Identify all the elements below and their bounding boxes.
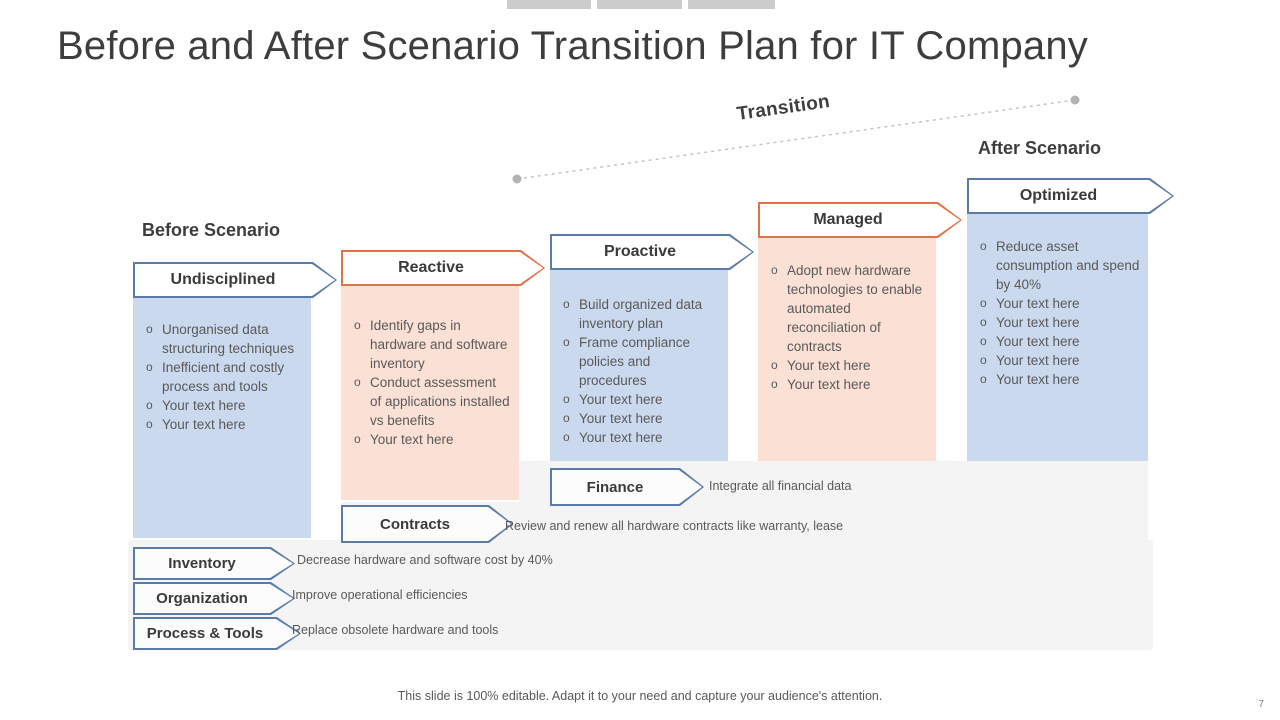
stage-header-managed: Managed — [758, 202, 962, 238]
bullet-item: Conduct assessment of applications insta… — [341, 373, 511, 430]
bullet-item: Your text here — [550, 390, 720, 409]
stage-column-optimized: Reduce asset consumption and spend by 40… — [967, 196, 1148, 461]
row-description: Improve operational efficiencies — [292, 588, 468, 602]
background-band-left — [128, 540, 1153, 650]
stage-column-managed: Adopt new hardware technologies to enabl… — [758, 220, 936, 461]
row-description: Integrate all financial data — [709, 479, 852, 493]
arrow-shape — [343, 252, 543, 284]
stage-header-proactive: Proactive — [550, 234, 754, 270]
bullet-item: Your text here — [967, 370, 1140, 389]
row-arrow-finance: Finance — [550, 468, 704, 506]
stage-column-proactive: Build organized data inventory plan Fram… — [550, 252, 728, 461]
row-description: Review and renew all hardware contracts … — [505, 519, 844, 533]
bullet-item: Reduce asset consumption and spend by 40… — [967, 237, 1140, 294]
row-arrow-contracts: Contracts — [341, 505, 513, 543]
bullet-item: Your text here — [967, 313, 1140, 332]
bullet-item: Adopt new hardware technologies to enabl… — [758, 261, 928, 356]
slide-placeholder-tab — [597, 0, 682, 9]
footer-note: This slide is 100% editable. Adapt it to… — [397, 689, 883, 703]
arrow-shape — [552, 470, 702, 504]
stage-header-label: Undisciplined — [170, 271, 276, 288]
arrow-shape — [552, 236, 752, 268]
bullet-item: Build organized data inventory plan — [550, 295, 720, 333]
row-arrow-label: Inventory — [168, 555, 236, 572]
bullet-item: Your text here — [341, 430, 511, 449]
slide-title: Before and After Scenario Transition Pla… — [57, 24, 1089, 68]
bullet-item: Inefficient and costly process and tools — [133, 358, 303, 396]
bullet-item: Your text here — [758, 356, 928, 375]
slide-placeholder-tab — [688, 0, 775, 9]
arrow-shape — [969, 180, 1172, 212]
stage-column-undisciplined: Unorganised data structuring techniques … — [133, 280, 311, 538]
row-arrow-inventory: Inventory — [133, 547, 295, 580]
bullet-item: Frame compliance policies and procedures — [550, 333, 720, 390]
bullet-item: Your text here — [967, 332, 1140, 351]
arrow-shape — [760, 204, 960, 236]
row-arrow-process-tools: Process & Tools — [133, 617, 301, 650]
row-arrow-label: Finance — [586, 478, 644, 496]
stage-header-label: Proactive — [603, 243, 677, 260]
arrow-shape — [135, 549, 293, 578]
arrow-shape — [343, 507, 511, 541]
arrow-shape — [135, 584, 293, 613]
row-description: Decrease hardware and software cost by 4… — [297, 553, 553, 567]
row-arrow-label: Contracts — [379, 515, 450, 533]
stage-header-optimized: Optimized — [967, 178, 1174, 214]
stage-header-reactive: Reactive — [341, 250, 545, 286]
slide-placeholder-tab — [507, 0, 591, 9]
stage-header-undisciplined: Undisciplined — [133, 262, 337, 298]
arrow-shape — [135, 619, 299, 648]
bullet-item: Your text here — [133, 396, 303, 415]
arrow-shape — [135, 264, 335, 296]
bullet-item: Your text here — [133, 415, 303, 434]
bullet-item: Your text here — [550, 428, 720, 447]
stage-column-reactive: Identify gaps in hardware and software i… — [341, 268, 519, 500]
stage-header-label: Optimized — [1019, 187, 1098, 204]
bullet-item: Your text here — [758, 375, 928, 394]
after-scenario-label: After Scenario — [978, 138, 1102, 158]
row-arrow-label: Process & Tools — [146, 625, 264, 642]
row-arrow-label: Organization — [156, 590, 248, 607]
bullet-item: Your text here — [967, 351, 1140, 370]
transition-label: Transition — [735, 91, 832, 125]
row-arrow-organization: Organization — [133, 582, 295, 615]
bullet-item: Your text here — [550, 409, 720, 428]
before-scenario-label: Before Scenario — [142, 220, 281, 240]
row-description: Replace obsolete hardware and tools — [292, 623, 499, 637]
bullet-item: Your text here — [967, 294, 1140, 313]
bullet-item: Identify gaps in hardware and software i… — [341, 316, 511, 373]
bullet-item: Unorganised data structuring techniques — [133, 320, 303, 358]
stage-header-label: Reactive — [398, 259, 464, 276]
page-number: 7 — [1258, 699, 1264, 710]
stage-header-label: Managed — [813, 211, 883, 228]
